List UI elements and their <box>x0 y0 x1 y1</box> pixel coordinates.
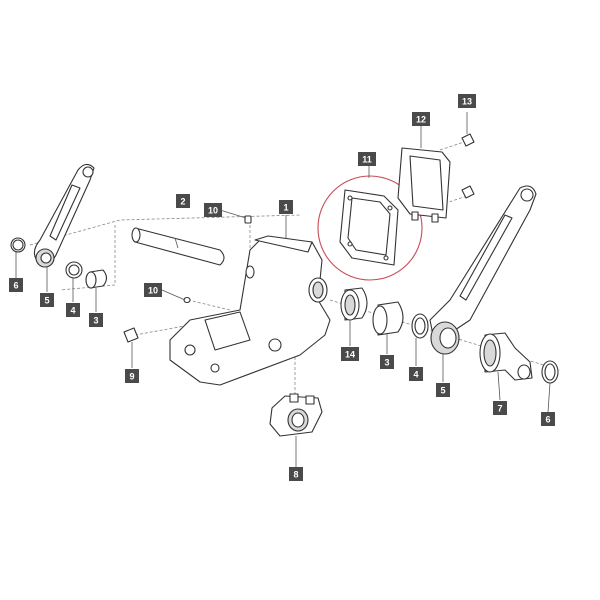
callout-8: 8 <box>289 467 303 481</box>
cover-gasket <box>339 189 399 266</box>
callout-7: 7 <box>493 401 507 415</box>
plug-screw <box>123 327 139 343</box>
callout-10-lower: 10 <box>144 283 162 297</box>
callout-9: 9 <box>125 369 139 383</box>
svg-text:5: 5 <box>440 386 445 396</box>
svg-text:11: 11 <box>362 155 372 165</box>
callout-12: 12 <box>412 112 430 126</box>
callout-1: 1 <box>279 200 293 214</box>
svg-text:4: 4 <box>70 306 75 316</box>
svg-text:4: 4 <box>413 370 418 380</box>
bushing-right <box>372 301 404 336</box>
svg-text:6: 6 <box>13 281 18 291</box>
cover-bolt-upper <box>461 112 475 147</box>
callout-11: 11 <box>358 152 376 166</box>
cover-bolt-lower <box>461 185 475 199</box>
callout-13: 13 <box>458 94 476 108</box>
callout-leaders <box>15 209 551 467</box>
svg-text:3: 3 <box>384 358 389 368</box>
svg-text:6: 6 <box>545 415 550 425</box>
svg-text:14: 14 <box>345 350 355 360</box>
grease-nipple-upper <box>244 215 252 224</box>
lever-arm-right <box>429 185 537 355</box>
cover-plate <box>397 126 451 223</box>
callout-2: 2 <box>176 194 190 208</box>
svg-text:9: 9 <box>129 372 134 382</box>
svg-text:7: 7 <box>497 404 502 414</box>
seal-ring-right <box>541 360 559 384</box>
callout-3-right: 3 <box>380 355 394 369</box>
callout-labels: 1 2 3 3 4 4 5 5 <box>9 94 555 481</box>
pivot-pin <box>131 227 225 266</box>
callout-6-left: 6 <box>9 278 23 292</box>
svg-text:5: 5 <box>44 296 49 306</box>
splined-shaft <box>479 332 533 381</box>
bushing-large <box>340 287 368 321</box>
callout-14: 14 <box>341 347 359 361</box>
svg-text:12: 12 <box>416 115 426 125</box>
svg-text:3: 3 <box>93 316 98 326</box>
main-housing <box>169 235 331 386</box>
bushing-left <box>85 269 108 289</box>
seal-ring-left <box>10 237 26 253</box>
svg-text:10: 10 <box>208 206 218 216</box>
lever-arm-left <box>33 163 95 268</box>
washer-left <box>65 261 83 279</box>
svg-text:13: 13 <box>462 97 472 107</box>
svg-text:10: 10 <box>148 286 158 296</box>
clamp-bracket <box>269 393 323 437</box>
callout-6-right: 6 <box>541 412 555 426</box>
svg-text:8: 8 <box>293 470 298 480</box>
callout-4-right: 4 <box>409 367 423 381</box>
callout-4-left: 4 <box>66 303 80 317</box>
svg-text:1: 1 <box>283 203 288 213</box>
washer-right <box>411 313 429 339</box>
callout-5-right: 5 <box>436 383 450 397</box>
gasket-highlight-circle <box>317 166 423 281</box>
svg-text:2: 2 <box>180 197 185 207</box>
callout-10-upper: 10 <box>204 203 222 217</box>
callout-5-left: 5 <box>40 293 54 307</box>
callout-3-left: 3 <box>89 313 103 327</box>
